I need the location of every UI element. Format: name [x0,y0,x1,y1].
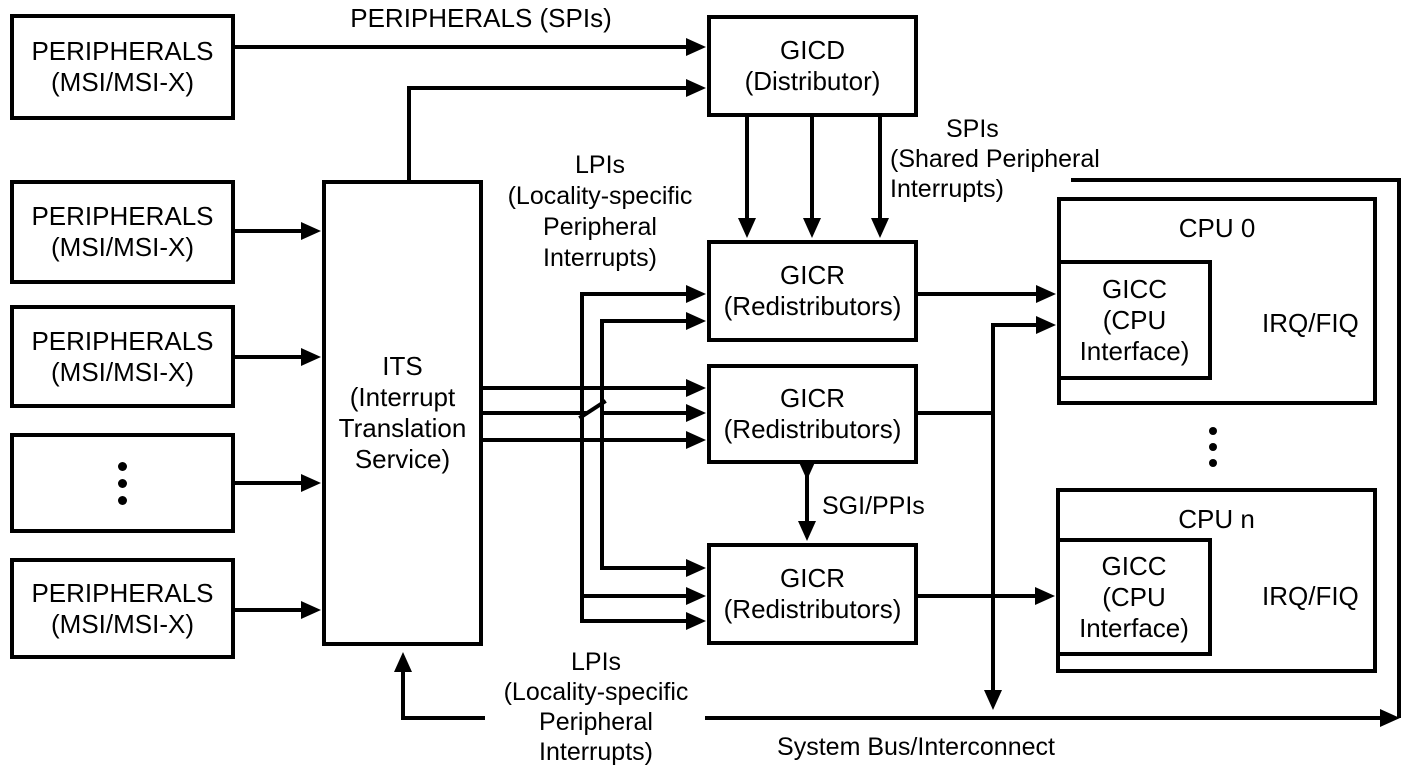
peripherals-box-4-name: PERIPHERALS [31,577,214,608]
gicr-3-line-2: (Redistributors) [723,594,902,624]
peripherals-box-1: PERIPHERALS (MSI/MSI-X) [10,14,235,120]
cpun-gicc-line-2: (CPU [1102,581,1166,612]
system-bus-label: System Bus/Interconnect [777,733,1055,761]
gicd-line-2: (Distributor) [744,66,881,96]
peripherals-to-its-arrows [233,222,321,619]
its-line-1: ITS [382,351,423,381]
peripherals-box-1-detail: (MSI/MSI-X) [51,67,194,97]
its-line-4: Service) [354,444,451,474]
cpu0-gicc-line-1: GICC [1102,273,1167,304]
cpu0-gicc-line-2: (CPU [1102,304,1167,335]
gicr-box-3: GICR (Redistributors) [707,543,918,645]
lpis-top-line-4: Interrupts) [543,244,657,272]
cpu-stack-outline [1071,178,1401,718]
spis-line-2: (Shared Peripheral [890,145,1100,173]
sgi-ppis-label: SGI/PPIs [822,492,925,520]
gicd-to-gicr-arrows [738,115,889,238]
gicr-box-2: GICR (Redistributors) [707,364,918,464]
peripherals-box-2-detail: (MSI/MSI-X) [51,232,194,262]
vertical-ellipsis-icon [118,458,127,509]
peripherals-spis-label: PERIPHERALS (SPIs) [350,3,612,33]
cpun-gicc-line-1: GICC [1101,550,1167,581]
gicd-box: GICD (Distributor) [707,15,918,117]
peripherals-box-3-detail: (MSI/MSI-X) [51,356,194,387]
peripherals-box-2-name: PERIPHERALS [31,201,214,231]
lpis-bottom-line-2: (Locality-specific [503,678,689,706]
peripherals-box-3: PERIPHERALS (MSI/MSI-X) [10,305,235,408]
cpun-irq-fiq-label: IRQ/FIQ [1262,581,1359,611]
cpun-gicc-line-3: Interface) [1079,612,1189,643]
peripherals-box-more [10,433,235,533]
cpu0-gicc-box: GICC (CPU Interface) [1057,260,1212,380]
lpis-top-line-1: LPIs [574,151,626,179]
gicr-1-line-2: (Redistributors) [723,291,902,321]
cpun-title: CPU n [1178,504,1255,534]
peripherals-box-1-name: PERIPHERALS [31,36,214,66]
its-box: ITS (Interrupt Translation Service) [322,180,483,646]
vertical-ellipsis-icon [1209,423,1217,471]
gicr-to-gicc-arrows [912,285,1056,710]
spis-line-1: SPIs [946,115,999,143]
its-line-3: Translation [338,413,467,443]
spis-label: SPIs (Shared Peripheral Interrupts) [890,114,1100,204]
its-to-gicd-arrow [407,79,706,184]
gicd-line-1: GICD [780,35,845,65]
lpis-top-label: LPIs (Locality-specific Peripheral Inter… [490,150,710,274]
gicr-1-line-1: GICR [780,260,845,290]
cpu0-irq-fiq-label: IRQ/FIQ [1262,308,1359,338]
gicr-3-line-1: GICR [780,563,845,593]
peripherals-box-3-name: PERIPHERALS [31,325,214,356]
peripherals-box-2: PERIPHERALS (MSI/MSI-X) [10,180,235,284]
its-line-2: (Interrupt [349,382,456,412]
lpis-bottom-label: LPIs (Locality-specific Peripheral Inter… [485,647,707,767]
lpis-top-line-2: (Locality-specific [507,182,693,210]
cpun-gicc-box: GICC (CPU Interface) [1056,538,1212,656]
gicr-box-1: GICR (Redistributors) [707,240,918,342]
cpu0-gicc-line-3: Interface) [1079,335,1190,366]
peripherals-box-4-detail: (MSI/MSI-X) [51,608,194,639]
peripherals-box-4: PERIPHERALS (MSI/MSI-X) [10,558,235,659]
its-to-gicr-lpi-arrows [479,285,706,630]
system-bus-lines [394,652,1400,727]
gicr-2-line-2: (Redistributors) [723,414,902,444]
lpis-bottom-line-3: Peripheral [539,708,653,736]
lpis-bottom-line-1: LPIs [570,648,622,676]
spis-line-3: Interrupts) [890,175,1004,203]
lpis-bottom-line-4: Interrupts) [539,738,653,766]
lpis-top-line-3: Peripheral [543,213,657,241]
gicr-2-line-1: GICR [780,383,845,413]
cpu0-title: CPU 0 [1178,213,1256,243]
